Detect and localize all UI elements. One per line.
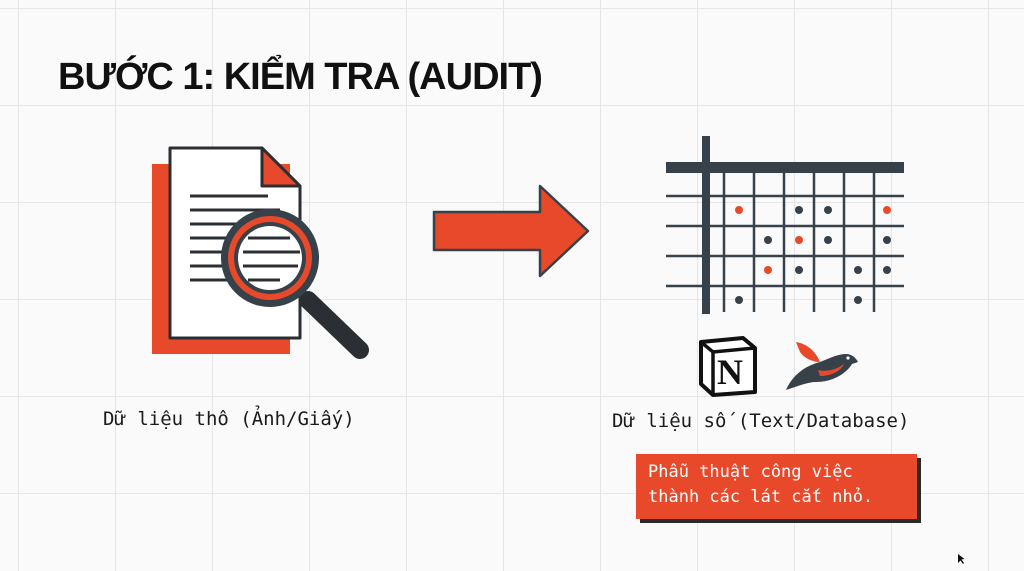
note-line-2: thành các lát cắt nhỏ.	[648, 487, 874, 507]
notion-logo: N	[697, 335, 759, 397]
document-magnifier-illustration	[152, 146, 369, 359]
note-box: Phẫu thuật công việc thành các lát cắt n…	[636, 454, 917, 519]
digital-data-caption: Dữ liệu số (Text/Database)	[612, 410, 910, 432]
magnifier-icon	[221, 209, 369, 359]
notion-letter: N	[717, 352, 743, 392]
mouse-cursor-icon	[958, 554, 965, 564]
bird-logo	[786, 342, 858, 390]
page-title: BƯỚC 1: KIỂM TRA (AUDIT)	[58, 56, 543, 98]
data-grid-icon	[666, 136, 904, 314]
note-line-1: Phẫu thuật công việc	[648, 462, 853, 482]
arrow-right-icon	[432, 184, 590, 278]
raw-data-caption: Dữ liệu thô (Ảnh/Giấy)	[103, 408, 355, 430]
